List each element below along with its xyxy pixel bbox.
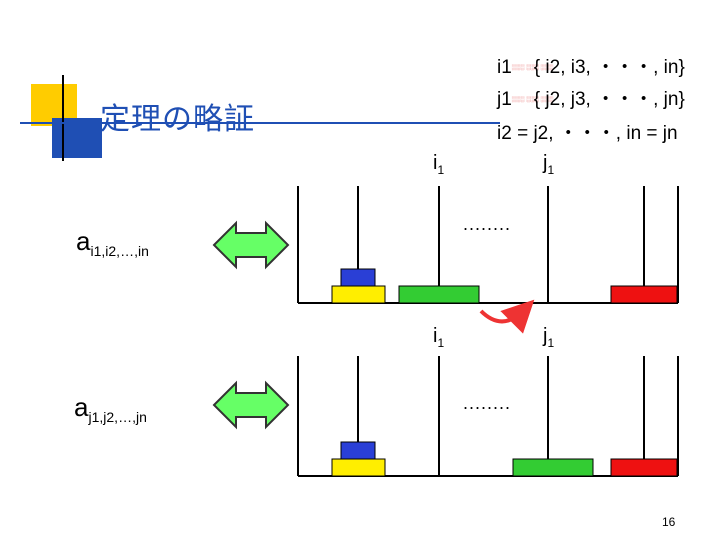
bottom-disk-red — [610, 458, 678, 477]
top-disk-red — [610, 285, 678, 304]
top-label-i-sub: 1 — [437, 163, 445, 177]
decor-blue-square — [52, 118, 102, 158]
top-state-sep-2: , — [116, 243, 121, 260]
top-state-sep-3: , — [134, 243, 138, 260]
bottom-disk-green — [512, 458, 594, 477]
bottom-ellipsis: ........ — [463, 393, 512, 413]
condition-1-rest: { i2, i3, ・・・, in} — [533, 57, 685, 78]
condition-line-2: j1░░░ ░░░ ░░░{ j2, j3, ・・・, jn} — [497, 84, 685, 111]
top-label-j-base: j — [543, 152, 548, 174]
bottom-state-dots: … — [118, 409, 133, 426]
bottom-label-i1: i1 — [433, 325, 444, 350]
decor-horizontal-line — [20, 122, 500, 124]
condition-2-lead: j1 — [497, 89, 512, 110]
top-state-sub-1: i1 — [90, 243, 102, 260]
bottom-state-sep-2: , — [114, 409, 119, 426]
decor-vertical-line — [62, 75, 64, 161]
bottom-label-j1: j1 — [543, 325, 554, 350]
condition-line-3: i2 = j2, ・・・, in = jn — [497, 123, 678, 144]
top-state-label: ai1,i2,…,in — [76, 226, 149, 259]
bottom-state-sub-1: j1 — [88, 409, 100, 426]
top-label-i-base: i — [433, 152, 438, 174]
top-disk-green — [398, 285, 480, 304]
move-arrow-icon — [479, 299, 535, 334]
bottom-disk-yellow — [331, 458, 386, 477]
bottom-state-sep-3: , — [132, 409, 136, 426]
bottom-disk-blue — [340, 441, 376, 460]
top-ellipsis: ........ — [463, 214, 512, 234]
bottom-double-arrow-icon — [212, 380, 290, 430]
bottom-label-i-base: i — [433, 325, 438, 347]
slide-title: 定理の略証 — [100, 102, 255, 137]
top-label-i1: i1 — [433, 152, 444, 177]
page-number: 16 — [662, 515, 676, 529]
top-disk-yellow — [331, 285, 386, 304]
top-state-sub-2: i2 — [105, 243, 117, 260]
bottom-state-label: aj1,j2,…,jn — [74, 392, 147, 425]
top-double-arrow-icon — [212, 220, 290, 270]
top-label-j-sub: 1 — [547, 163, 555, 177]
top-state-base: a — [76, 226, 91, 256]
bottom-state-sep-1: , — [99, 409, 104, 426]
bottom-label-j-sub: 1 — [547, 336, 555, 350]
condition-line-1: i1░░░ ░░░ ░░░{ i2, i3, ・・・, in} — [497, 52, 685, 79]
bottom-label-i-sub: 1 — [437, 336, 445, 350]
condition-1-lead: i1 — [497, 57, 512, 78]
top-state-dots: … — [120, 243, 135, 260]
condition-2-rest: { j2, j3, ・・・, jn} — [533, 89, 685, 110]
top-disk-blue — [340, 268, 376, 287]
top-state-sep-1: , — [101, 243, 106, 260]
bottom-label-j-base: j — [543, 325, 548, 347]
top-label-j1: j1 — [543, 152, 554, 177]
bottom-state-sub-n: jn — [135, 409, 147, 426]
top-state-sub-n: in — [137, 243, 149, 260]
garbled-glyph-icon: ░░░ ░░░ ░░░ — [511, 65, 554, 71]
bottom-state-base: a — [74, 392, 89, 422]
bottom-state-sub-2: j2 — [103, 409, 115, 426]
garbled-glyph-icon: ░░░ ░░░ ░░░ — [511, 97, 554, 103]
